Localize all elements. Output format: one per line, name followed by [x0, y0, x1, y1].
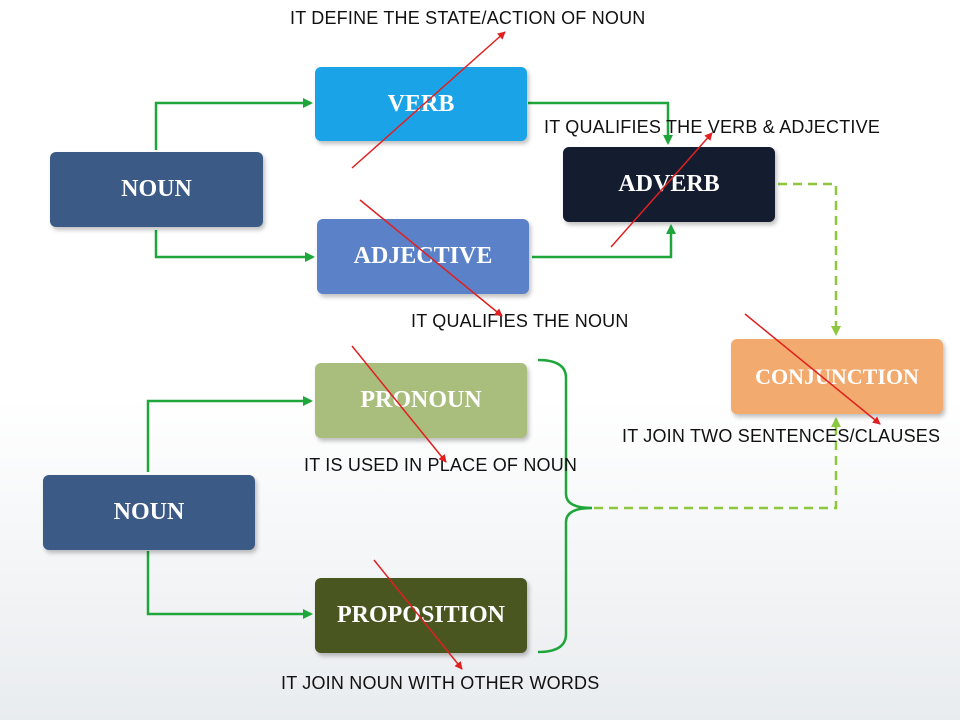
adverb-caption: IT QUALIFIES THE VERB & ADJECTIVE: [544, 117, 881, 137]
adverb-label: ADVERB: [618, 171, 720, 197]
noun-bottom-label: NOUN: [113, 499, 185, 525]
conjunction-caption: IT JOIN TWO SENTENCES/CLAUSES: [622, 426, 941, 446]
strike-verb: [351, 31, 506, 169]
strike-proposition: [373, 559, 463, 670]
pronoun-caption: IT IS USED IN PLACE OF NOUN: [304, 455, 578, 475]
curly-brace: [537, 358, 593, 654]
strike-conjunction: [744, 313, 881, 425]
noun-bottom-box: NOUN: [43, 475, 255, 550]
arrow-noun-to-verb: [154, 98, 313, 150]
strike-pronoun: [351, 345, 447, 463]
adjective-box: ADJECTIVE: [317, 219, 529, 294]
strike-adjective: [359, 199, 503, 317]
arrow-verb-to-adverb: [528, 101, 673, 145]
proposition-caption: IT JOIN NOUN WITH OTHER WORDS: [281, 673, 600, 693]
noun-top-box: NOUN: [50, 152, 263, 227]
arrow-adverb-to-conjunction: [778, 182, 841, 336]
arrow-noun-to-adjective: [154, 230, 315, 262]
adverb-box: ADVERB: [563, 147, 775, 222]
pronoun-label: PRONOUN: [360, 387, 482, 413]
conjunction-box: CONJUNCTION: [731, 339, 943, 414]
arrow-adjective-to-adverb: [532, 224, 676, 259]
proposition-box: PROPOSITION: [315, 578, 527, 653]
verb-label: VERB: [387, 90, 455, 117]
pronoun-box: PRONOUN: [315, 363, 527, 438]
arrow-noun-to-pronoun: [146, 396, 313, 472]
adjective-label: ADJECTIVE: [353, 243, 493, 269]
conjunction-label: CONJUNCTION: [755, 363, 919, 389]
noun-top-label: NOUN: [121, 176, 192, 202]
proposition-label: PROPOSITION: [336, 602, 506, 628]
verb-caption: IT DEFINE THE STATE/ACTION OF NOUN: [290, 8, 646, 28]
adjective-caption: IT QUALIFIES THE NOUN: [411, 311, 629, 331]
arrow-brace-to-conjunction: [594, 417, 841, 510]
strike-adverb: [610, 132, 713, 248]
verb-box: VERB: [315, 67, 527, 141]
arrow-noun-to-proposition: [146, 551, 313, 619]
